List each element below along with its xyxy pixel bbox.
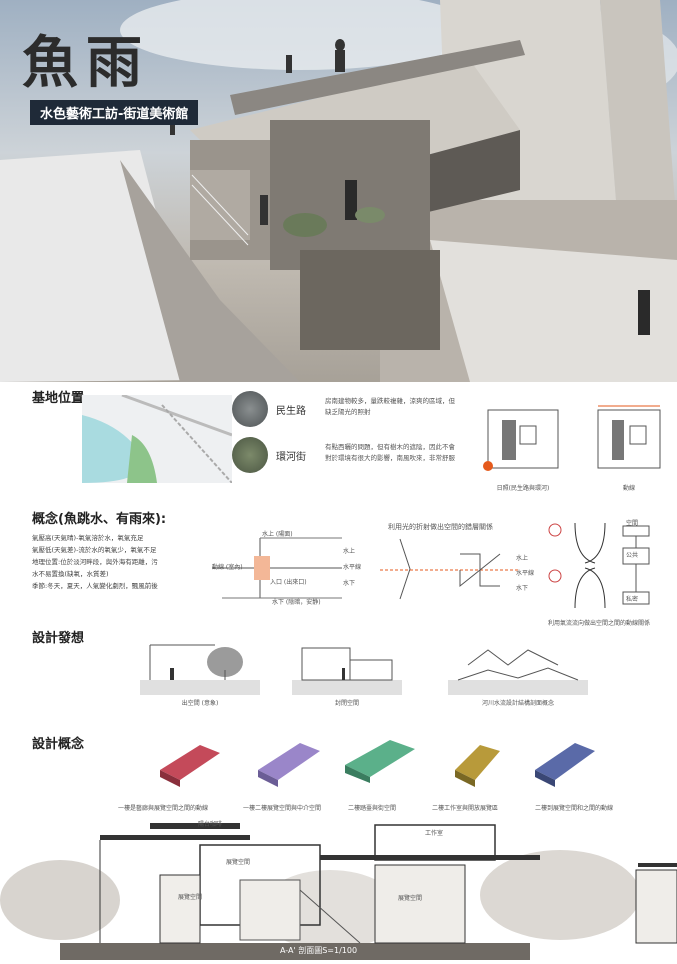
street-desc-2: 有點西曬的問題，但有樹木的遮陰，因此不會對於環境有很大的影響，南風吹來，非常舒服 [325, 443, 455, 462]
sun-diagram [482, 400, 564, 478]
airflow-caption: 利用氣流流向做出空間之間的動線關係 [548, 620, 651, 627]
massing-label-3: 二樓踏臺與街空間 [348, 805, 397, 812]
design-idea-caption-2: 封閉空間 [334, 700, 359, 707]
poster-title: 魚雨 [22, 30, 150, 96]
concept-heading: 概念(魚跳水、有雨來): [32, 512, 167, 527]
refraction-title: 利用光的折射做出空間的錯層關係 [388, 523, 493, 531]
d2-label-1: 水平線 [516, 570, 535, 577]
street-name-2: 環河街 [276, 452, 306, 463]
site-heading: 基地位置 [32, 391, 85, 406]
section-room-4: 展覽空間 [178, 894, 203, 901]
d1-left: 動線 (室內) [212, 564, 243, 571]
d2-label-0: 水上 [516, 555, 529, 562]
street-photo-huanhe [232, 437, 268, 473]
d3-label-0: 空間 [626, 520, 639, 527]
site-map [82, 393, 233, 484]
design-idea-sketch-3 [448, 640, 588, 695]
d1-top: 水上 (陽面) [262, 531, 293, 538]
d1-bottom: 水下 (陰暗，安静) [272, 599, 321, 606]
d1-middle: 入口 (出來口) [270, 579, 307, 586]
building-rendering [0, 0, 677, 382]
sun-diagram-caption: 日照(民生路與環河) [496, 485, 550, 492]
d3-label-2: 私密 [626, 596, 639, 603]
massing-label-2: 一樓二樓展覽空間與中介空間 [243, 805, 322, 812]
massing-label-5: 二樓到展覽空間和之間的動線 [535, 805, 614, 812]
hero-rendering: 魚雨 水色藝術工訪-街道美術館 [0, 0, 677, 382]
massing-label-1: 一樓是藝廊與展覽空間之間的動線 [118, 805, 209, 812]
d3-label-1: 公共 [626, 552, 639, 559]
d1-right-top: 水上 [343, 548, 356, 555]
circulation-diagram-caption: 動線 [622, 485, 635, 492]
d2-label-2: 水下 [516, 585, 529, 592]
section-room-2: 工作室 [425, 830, 444, 837]
street-desc-1: 房南建物較多，量跌較複雜，涼爽的區域，但缺乏陽光的照射 [325, 397, 455, 416]
d1-right-bot: 水下 [343, 580, 356, 587]
design-idea-sketch-1 [140, 640, 260, 695]
street-photo-minsheng [232, 391, 268, 427]
poster-subtitle: 水色藝術工訪-街道美術館 [30, 100, 199, 125]
design-idea-sketch-2 [292, 640, 402, 695]
massing-label-4: 二樓工作室與開放展覽區 [432, 805, 499, 812]
section-room-5: 展覽空間 [398, 895, 423, 902]
refraction-diagram [380, 534, 530, 606]
fish-jump-diagram [212, 528, 362, 608]
section-room-3: 展覽空間 [226, 859, 251, 866]
section-caption: A-A' 剖面圖S=1/100 [280, 946, 358, 955]
massing-diagrams [150, 735, 620, 790]
section-room-1: 陽台咖啡 [198, 821, 223, 828]
design-idea-caption-1: 出空間 (意象) [181, 700, 219, 707]
street-name-1: 民生路 [276, 406, 306, 417]
design-idea-heading: 設計發想 [32, 631, 85, 646]
airflow-diagram [545, 518, 670, 613]
design-idea-caption-3: 河川水流設計結構剖面概念 [481, 700, 554, 707]
design-concept-heading: 設計概念 [32, 737, 85, 752]
d1-right-mid: 水平線 [343, 564, 362, 571]
circulation-diagram [594, 400, 664, 478]
concept-text: 氣壓高(天氣晴)-氧氣溶於水，氧氣充足 氣壓低(天氣差)-流於水的氧氣少，氧氣不… [32, 534, 158, 590]
section-drawing [0, 815, 677, 960]
